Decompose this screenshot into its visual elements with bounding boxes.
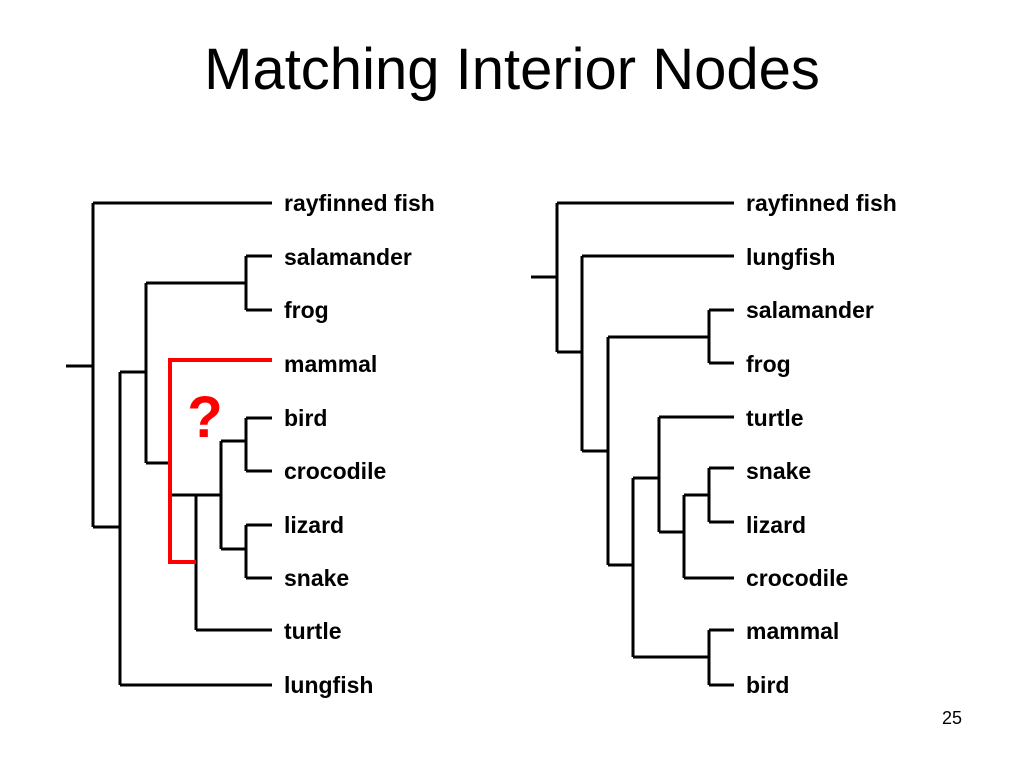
left-leaf-label: rayfinned fish — [284, 190, 435, 216]
right-tree — [531, 201, 734, 687]
right-leaf-label: mammal — [746, 618, 839, 644]
left-leaf-labels: rayfinned fish salamander frog mammal bi… — [284, 190, 435, 698]
right-leaf-label: crocodile — [746, 565, 848, 591]
question-mark: ? — [187, 385, 222, 450]
right-leaf-labels: rayfinned fish lungfish salamander frog … — [746, 190, 897, 698]
right-leaf-label: bird — [746, 672, 789, 698]
right-leaf-label: lizard — [746, 512, 806, 538]
right-leaf-label: lungfish — [746, 244, 835, 270]
right-leaf-label: rayfinned fish — [746, 190, 897, 216]
page-number: 25 — [941, 708, 962, 728]
right-leaf-label: snake — [746, 458, 811, 484]
left-leaf-label: bird — [284, 405, 327, 431]
left-leaf-label: snake — [284, 565, 349, 591]
left-leaf-label: lizard — [284, 512, 344, 538]
left-leaf-label: frog — [284, 297, 329, 323]
left-leaf-label: salamander — [284, 244, 412, 270]
left-leaf-label: crocodile — [284, 458, 386, 484]
left-leaf-label: lungfish — [284, 672, 373, 698]
highlighted-amniote-node — [168, 358, 272, 564]
right-leaf-label: turtle — [746, 405, 804, 431]
right-leaf-label: frog — [746, 351, 791, 377]
right-leaf-label: salamander — [746, 297, 874, 323]
left-leaf-label: turtle — [284, 618, 342, 644]
left-leaf-label: mammal — [284, 351, 377, 377]
slide-title: Matching Interior Nodes — [204, 37, 820, 102]
